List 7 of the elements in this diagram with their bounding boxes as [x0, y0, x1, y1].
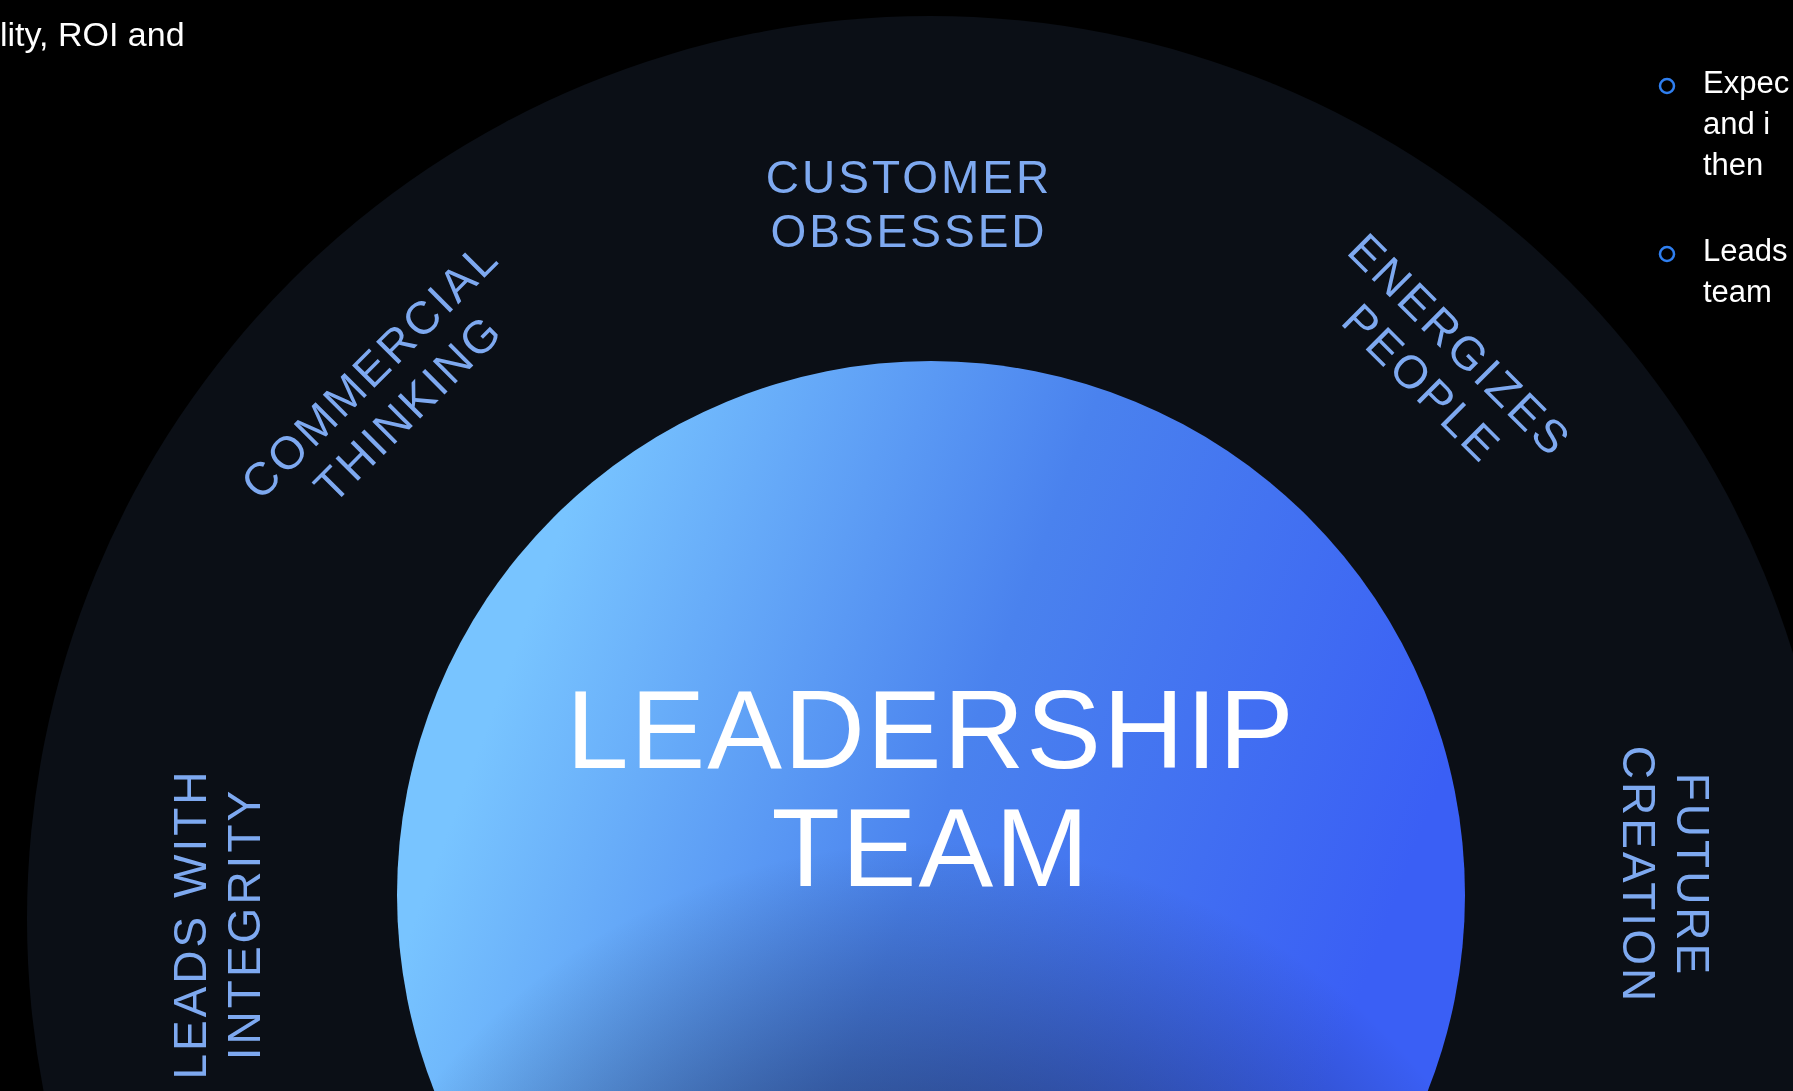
body-text: Expec and i then — [1703, 64, 1791, 184]
segment-label: CUSTOMER OBSESSED — [764, 150, 1054, 258]
segment-label: FUTURE CREATION — [1612, 744, 1720, 1007]
body-text: Leads team — [1703, 232, 1789, 311]
body-text: lity, ROI and — [0, 14, 186, 55]
center-title: LEADERSHIP TEAM — [565, 671, 1297, 907]
segment-label: LEADS WITH INTEGRITY — [163, 767, 271, 1082]
